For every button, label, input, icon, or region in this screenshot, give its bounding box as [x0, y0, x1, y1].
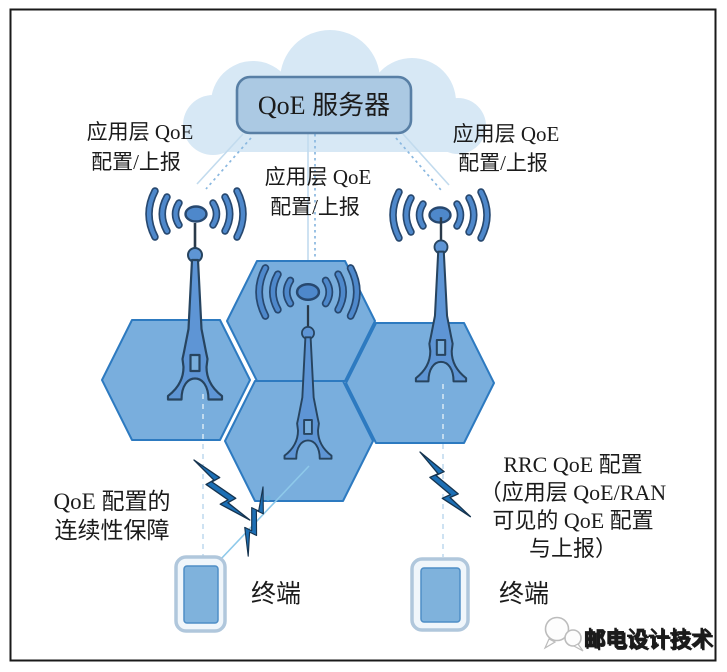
app-qoe-label-left-line1: 应用层 QoE [87, 120, 194, 144]
wechat-logo-icon [543, 616, 584, 652]
frame-border [9, 8, 717, 662]
labels: 应用层 QoE 配置/上报 应用层 QoE 配置/上报 应用层 QoE 配置/上… [54, 120, 667, 608]
watermark: 邮电设计技术 邮电设计技术 [543, 616, 715, 654]
terminal-label-left: 终端 [251, 580, 301, 608]
rrc-label-line1: RRC QoE 配置 [503, 452, 642, 477]
lightning-bolt-icon-right [411, 451, 479, 518]
rrc-label-line4: 与上报） [529, 536, 617, 561]
link-cloud-right-solid [402, 133, 450, 186]
app-qoe-label-middle-line2: 配置/上报 [270, 195, 360, 219]
continuity-label-line2: 连续性保障 [55, 518, 170, 543]
app-qoe-label-right-line1: 应用层 QoE [453, 122, 560, 146]
qoe-server-label: QoE 服务器 [258, 91, 390, 120]
rrc-label-line2: （应用层 QoE/RAN [480, 480, 667, 505]
qoe-server-box: QoE 服务器 [235, 75, 413, 135]
terminal-device-right [410, 557, 470, 632]
hexagon-cell-left [101, 319, 251, 441]
app-qoe-label-right-line2: 配置/上报 [458, 151, 548, 175]
terminal-links [202, 384, 444, 561]
hexagon-cell-right [345, 322, 495, 444]
link-cloud-left-solid [196, 133, 244, 185]
rrc-label-line3: 可见的 QoE 配置 [492, 508, 653, 533]
terminal-device-left [174, 555, 227, 633]
watermark-text-shadow: 邮电设计技术 [585, 629, 715, 654]
handover-link-dot [265, 495, 271, 501]
app-qoe-label-middle-line1: 应用层 QoE [265, 165, 372, 189]
continuity-label-line1: QoE 配置的 [54, 489, 171, 514]
app-qoe-label-left-line2: 配置/上报 [91, 150, 181, 174]
handover-link [219, 465, 310, 561]
terminal-label-right: 终端 [499, 580, 549, 608]
watermark-text: 邮电设计技术 [584, 628, 714, 653]
